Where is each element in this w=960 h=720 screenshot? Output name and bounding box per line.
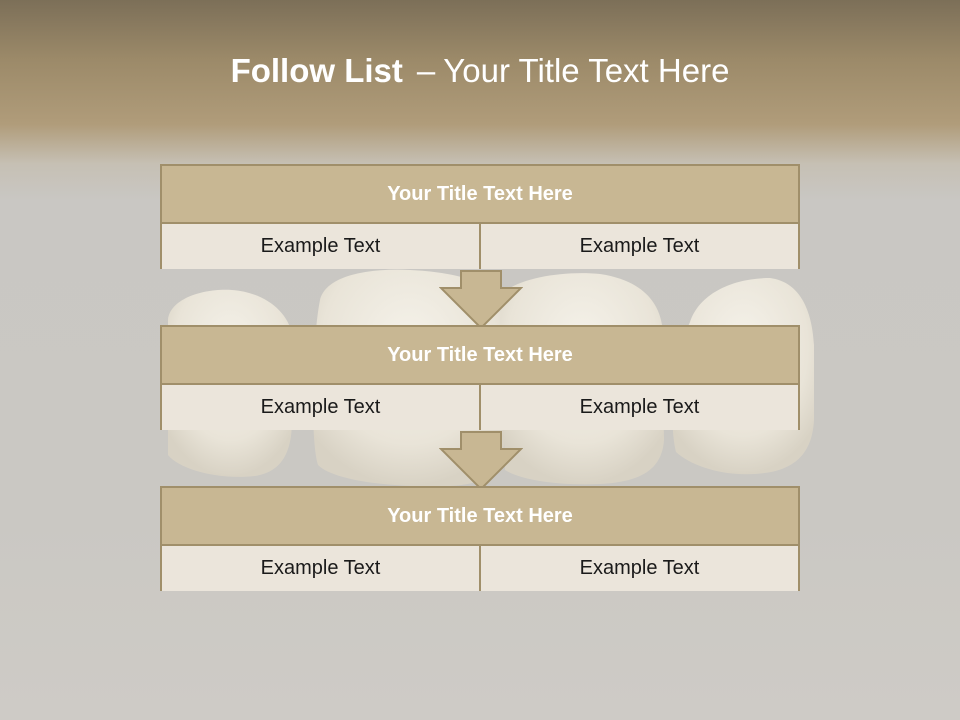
page-title: Follow List–Your Title Text Here xyxy=(0,52,960,90)
block-cell-right: Example Text xyxy=(479,224,798,269)
block-title: Your Title Text Here xyxy=(162,488,798,546)
title-bold-part: Follow List xyxy=(230,52,403,89)
list-block-1: Your Title Text Here Example Text Exampl… xyxy=(160,164,800,269)
block-row: Example Text Example Text xyxy=(162,224,798,269)
list-block-2: Your Title Text Here Example Text Exampl… xyxy=(160,325,800,430)
title-separator: – xyxy=(416,52,436,89)
block-row: Example Text Example Text xyxy=(162,546,798,591)
down-arrow-icon xyxy=(439,431,523,491)
list-block-3: Your Title Text Here Example Text Exampl… xyxy=(160,486,800,591)
block-title: Your Title Text Here xyxy=(162,166,798,224)
block-title: Your Title Text Here xyxy=(162,327,798,385)
block-cell-right: Example Text xyxy=(479,385,798,430)
title-rest-part: Your Title Text Here xyxy=(443,52,730,89)
block-row: Example Text Example Text xyxy=(162,385,798,430)
block-cell-left: Example Text xyxy=(162,385,479,430)
block-cell-right: Example Text xyxy=(479,546,798,591)
block-cell-left: Example Text xyxy=(162,546,479,591)
block-cell-left: Example Text xyxy=(162,224,479,269)
down-arrow-icon xyxy=(439,270,523,330)
